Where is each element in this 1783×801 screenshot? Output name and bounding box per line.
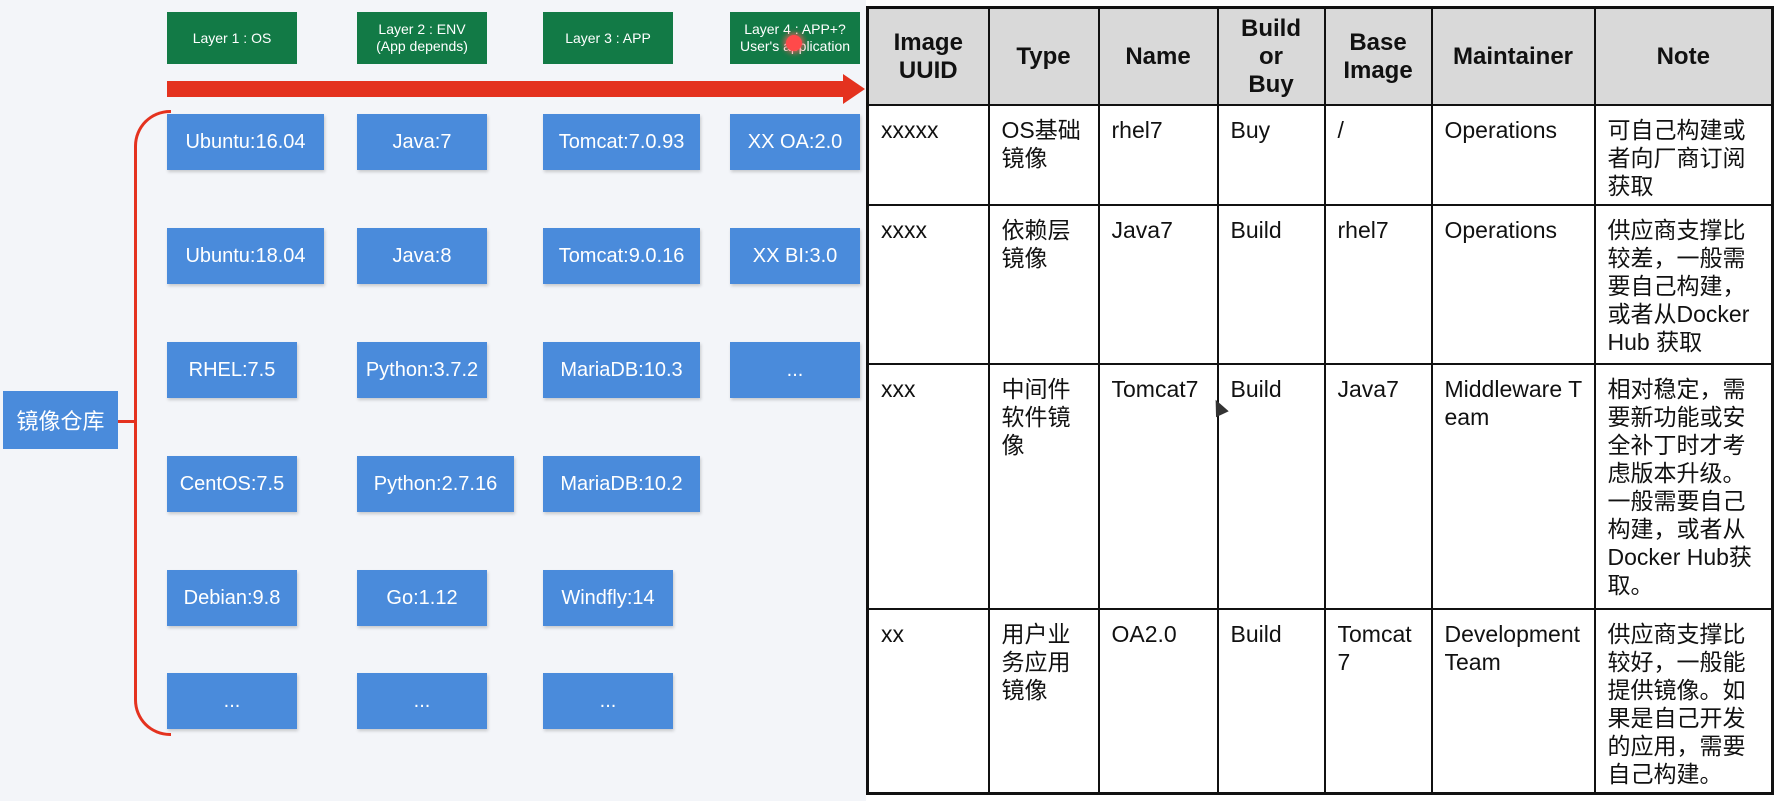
image-tag: Java:8: [357, 228, 487, 284]
table-cell: 依赖层镜像: [987, 204, 1100, 365]
repo-brace: [134, 110, 171, 736]
table-cell: xxxxx: [866, 104, 990, 206]
table-row: xx 用户业务应用镜像 OA2.0 Build Tomcat7 Developm…: [866, 608, 1774, 794]
image-tag: MariaDB:10.3: [543, 342, 700, 398]
table-cell: Java7: [1097, 204, 1219, 365]
layer-3-header: Layer 3 : APP: [543, 12, 673, 64]
table-cell: Tomcat7: [1097, 363, 1219, 610]
table-cell: xx: [866, 608, 990, 794]
layer-1-header: Layer 1 : OS: [167, 12, 297, 64]
image-tag: Debian:9.8: [167, 570, 297, 626]
table-cell: Build: [1216, 608, 1326, 794]
table-cell: rhel7: [1323, 204, 1433, 365]
image-tag: Ubuntu:16.04: [167, 114, 324, 170]
table-row: xxxx 依赖层镜像 Java7 Build rhel7 Operations …: [866, 204, 1774, 365]
table-cell: 供应商支撑比较差，一般需要自己构建，或者从Docker Hub 获取: [1593, 204, 1774, 365]
table-cell: 用户业务应用镜像: [987, 608, 1100, 794]
table-cell: Middleware Team: [1430, 363, 1596, 610]
table-cell: xxx: [866, 363, 990, 610]
image-tag: Go:1.12: [357, 570, 487, 626]
table-cell: Build: [1216, 204, 1326, 365]
table-cell: xxxx: [866, 204, 990, 365]
table-cell: Development Team: [1430, 608, 1596, 794]
image-layer-diagram: Layer 1 : OS Layer 2 : ENV (App depends)…: [0, 0, 866, 801]
layer-arrow: [167, 81, 847, 97]
table-header-row: Image UUID Type Name Build or Buy Base I…: [866, 6, 1774, 106]
image-tag: XX OA:2.0: [730, 114, 860, 170]
image-tag: Java:7: [357, 114, 487, 170]
image-tag: ...: [357, 673, 487, 729]
image-tag: ...: [543, 673, 673, 729]
table-cell: Operations: [1430, 104, 1596, 206]
col-header-base-image: Base Image: [1323, 6, 1433, 106]
table-cell: Java7: [1323, 363, 1433, 610]
table-cell: Operations: [1430, 204, 1596, 365]
table-cell: 供应商支撑比较好，一般能提供镜像。如果是自己开发的应用，需要自己构建。: [1593, 608, 1774, 794]
col-header-build-buy: Build or Buy: [1216, 6, 1326, 106]
layer-arrow-head: [843, 74, 865, 104]
layer-4-header: Layer 4 : APP+? User's application: [730, 12, 860, 64]
table-cell: 相对稳定，需要新功能或安全补丁时才考虑版本升级。一般需要自己构建，或者从Dock…: [1593, 363, 1774, 610]
image-tag: MariaDB:10.2: [543, 456, 700, 512]
repo-brace-tick: [117, 420, 137, 423]
table-cell: 可自己构建或者向厂商订阅获取: [1593, 104, 1774, 206]
image-tag: ...: [167, 673, 297, 729]
layer-2-header: Layer 2 : ENV (App depends): [357, 12, 487, 64]
table-cell: Build: [1216, 363, 1326, 610]
col-header-uuid: Image UUID: [866, 6, 990, 106]
table-cell: OA2.0: [1097, 608, 1219, 794]
table-cell: Buy: [1216, 104, 1326, 206]
image-tag: Python:2.7.16: [357, 456, 514, 512]
image-tag: Tomcat:9.0.16: [543, 228, 700, 284]
image-tag: XX BI:3.0: [730, 228, 860, 284]
image-tag: ...: [730, 342, 860, 398]
table-row: xxx 中间件软件镜像 Tomcat7 Build Java7 Middlewa…: [866, 363, 1774, 610]
table-cell: Tomcat7: [1323, 608, 1433, 794]
col-header-name: Name: [1097, 6, 1219, 106]
image-inventory-table: Image UUID Type Name Build or Buy Base I…: [866, 6, 1774, 795]
col-header-note: Note: [1593, 6, 1774, 106]
image-tag: Windfly:14: [543, 570, 673, 626]
image-repository-label: 镜像仓库: [3, 391, 118, 449]
table-cell: rhel7: [1097, 104, 1219, 206]
col-header-maintainer: Maintainer: [1430, 6, 1596, 106]
table-row: xxxxx OS基础镜像 rhel7 Buy / Operations 可自己构…: [866, 104, 1774, 206]
col-header-type: Type: [987, 6, 1100, 106]
image-tag: RHEL:7.5: [167, 342, 297, 398]
table-cell: /: [1323, 104, 1433, 206]
pointer-highlight: [786, 35, 802, 51]
image-tag: CentOS:7.5: [167, 456, 297, 512]
table-cell: 中间件软件镜像: [987, 363, 1100, 610]
image-tag: Python:3.7.2: [357, 342, 487, 398]
table-cell: OS基础镜像: [987, 104, 1100, 206]
image-tag: Ubuntu:18.04: [167, 228, 324, 284]
image-table: Image UUID Type Name Build or Buy Base I…: [866, 6, 1774, 795]
image-tag: Tomcat:7.0.93: [543, 114, 700, 170]
